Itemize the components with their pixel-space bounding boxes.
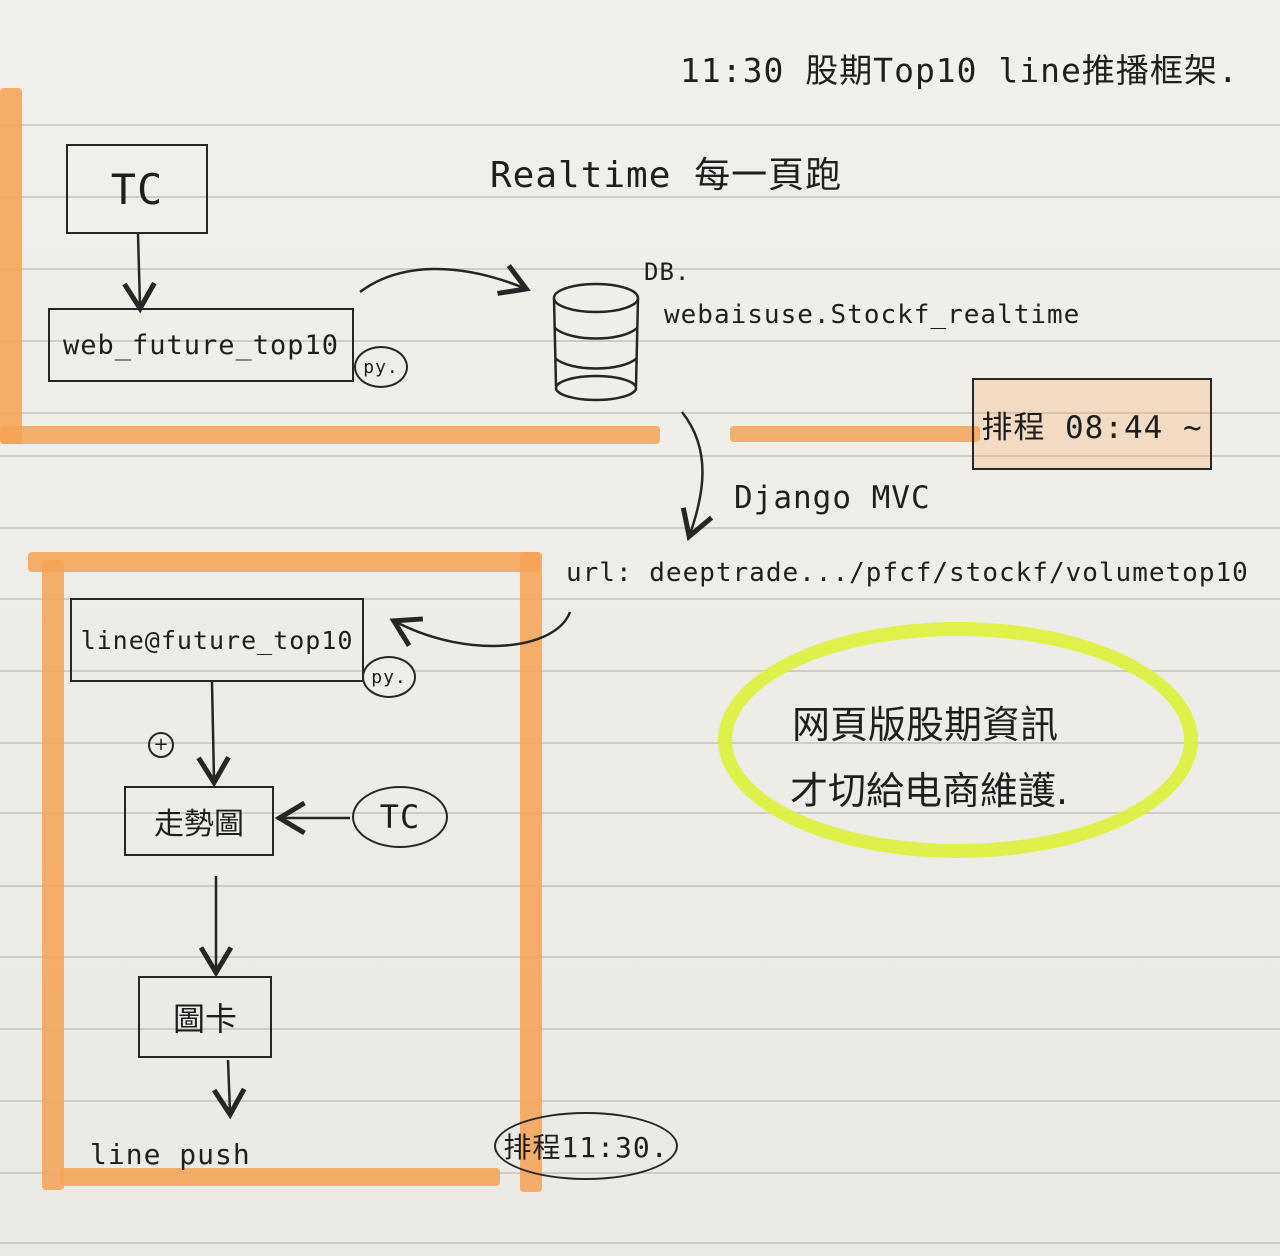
- highlight-bottom-top: [0, 426, 660, 444]
- rule-line: [0, 268, 1280, 270]
- highlight-base-bottom: [60, 1168, 500, 1186]
- line-push-label: line push: [90, 1138, 251, 1171]
- highlight-left-top: [0, 88, 22, 444]
- web-future-top10-box: web_future_top10: [48, 308, 354, 382]
- rule-line: [0, 196, 1280, 198]
- tc-label: TC: [379, 798, 421, 836]
- rule-line: [0, 1100, 1280, 1102]
- tc-circle-bottom: TC: [352, 786, 448, 848]
- db-table-name: webaisuse.Stockf_realtime: [664, 300, 1081, 330]
- image-card-box: 圖卡: [138, 976, 272, 1058]
- rule-line: [0, 670, 1280, 672]
- rule-line: [0, 598, 1280, 600]
- section-heading: Realtime 每一頁跑: [490, 155, 843, 196]
- rule-line: [0, 340, 1280, 342]
- schedule-box-top: 排程 08:44 ~: [972, 378, 1212, 470]
- rule-line: [0, 412, 1280, 414]
- highlight-left-bottom: [42, 560, 64, 1190]
- tc-label: TC: [110, 164, 164, 214]
- trend-chart-label: 走勢圖: [154, 807, 244, 842]
- arrow-script-to-trend: [196, 681, 231, 788]
- line-future-top10-box: line@future_top10: [70, 598, 364, 682]
- script-name: web_future_top10: [62, 329, 340, 361]
- rule-line: [0, 527, 1280, 529]
- rule-line: [0, 1028, 1280, 1030]
- rule-line: [0, 124, 1280, 126]
- py-badge: py.: [354, 346, 408, 388]
- schedule-label: 排程 08:44 ~: [981, 409, 1203, 446]
- url-label: url: deeptrade.../pfcf/stockf/volumetop1…: [566, 558, 1249, 588]
- rule-line: [0, 812, 1280, 814]
- arrow-db-to-url: [680, 411, 714, 541]
- plus-label: +: [153, 734, 169, 755]
- rule-line: [0, 1242, 1280, 1244]
- py-label: py.: [363, 356, 399, 378]
- image-card-label: 圖卡: [172, 1000, 237, 1038]
- tc-box-top: TC: [66, 144, 208, 234]
- highlight-right-bottom: [520, 552, 542, 1192]
- highlight-top-bottom: [28, 552, 540, 572]
- arrow-url-to-script: [389, 611, 572, 648]
- database-icon: [552, 282, 640, 402]
- schedule-circle-bottom: 排程11:30.: [494, 1112, 678, 1180]
- plus-badge: +: [148, 732, 174, 758]
- py-badge: py.: [362, 656, 416, 698]
- script-name: line@future_top10: [80, 625, 354, 655]
- arrow-tc-to-script: [122, 233, 157, 314]
- py-label: py.: [371, 666, 407, 688]
- page-title: 11:30 股期Top10 line推播框架.: [680, 51, 1239, 90]
- highlight-right-top: [730, 426, 980, 442]
- framework-label: Django MVC: [734, 480, 931, 516]
- rule-line: [0, 455, 1280, 457]
- rule-line: [0, 956, 1280, 958]
- note-line-2: 才切給电商維護.: [790, 769, 1069, 813]
- trend-chart-box: 走勢圖: [124, 786, 274, 856]
- arrow-script-to-db: [359, 264, 531, 296]
- arrow-card-to-push: [212, 1059, 247, 1120]
- schedule-label: 排程11:30.: [503, 1131, 669, 1164]
- rule-line: [0, 742, 1280, 744]
- note-line-1: 网頁版股期資訊: [792, 703, 1059, 747]
- db-label: DB.: [644, 258, 691, 286]
- rule-line: [0, 885, 1280, 887]
